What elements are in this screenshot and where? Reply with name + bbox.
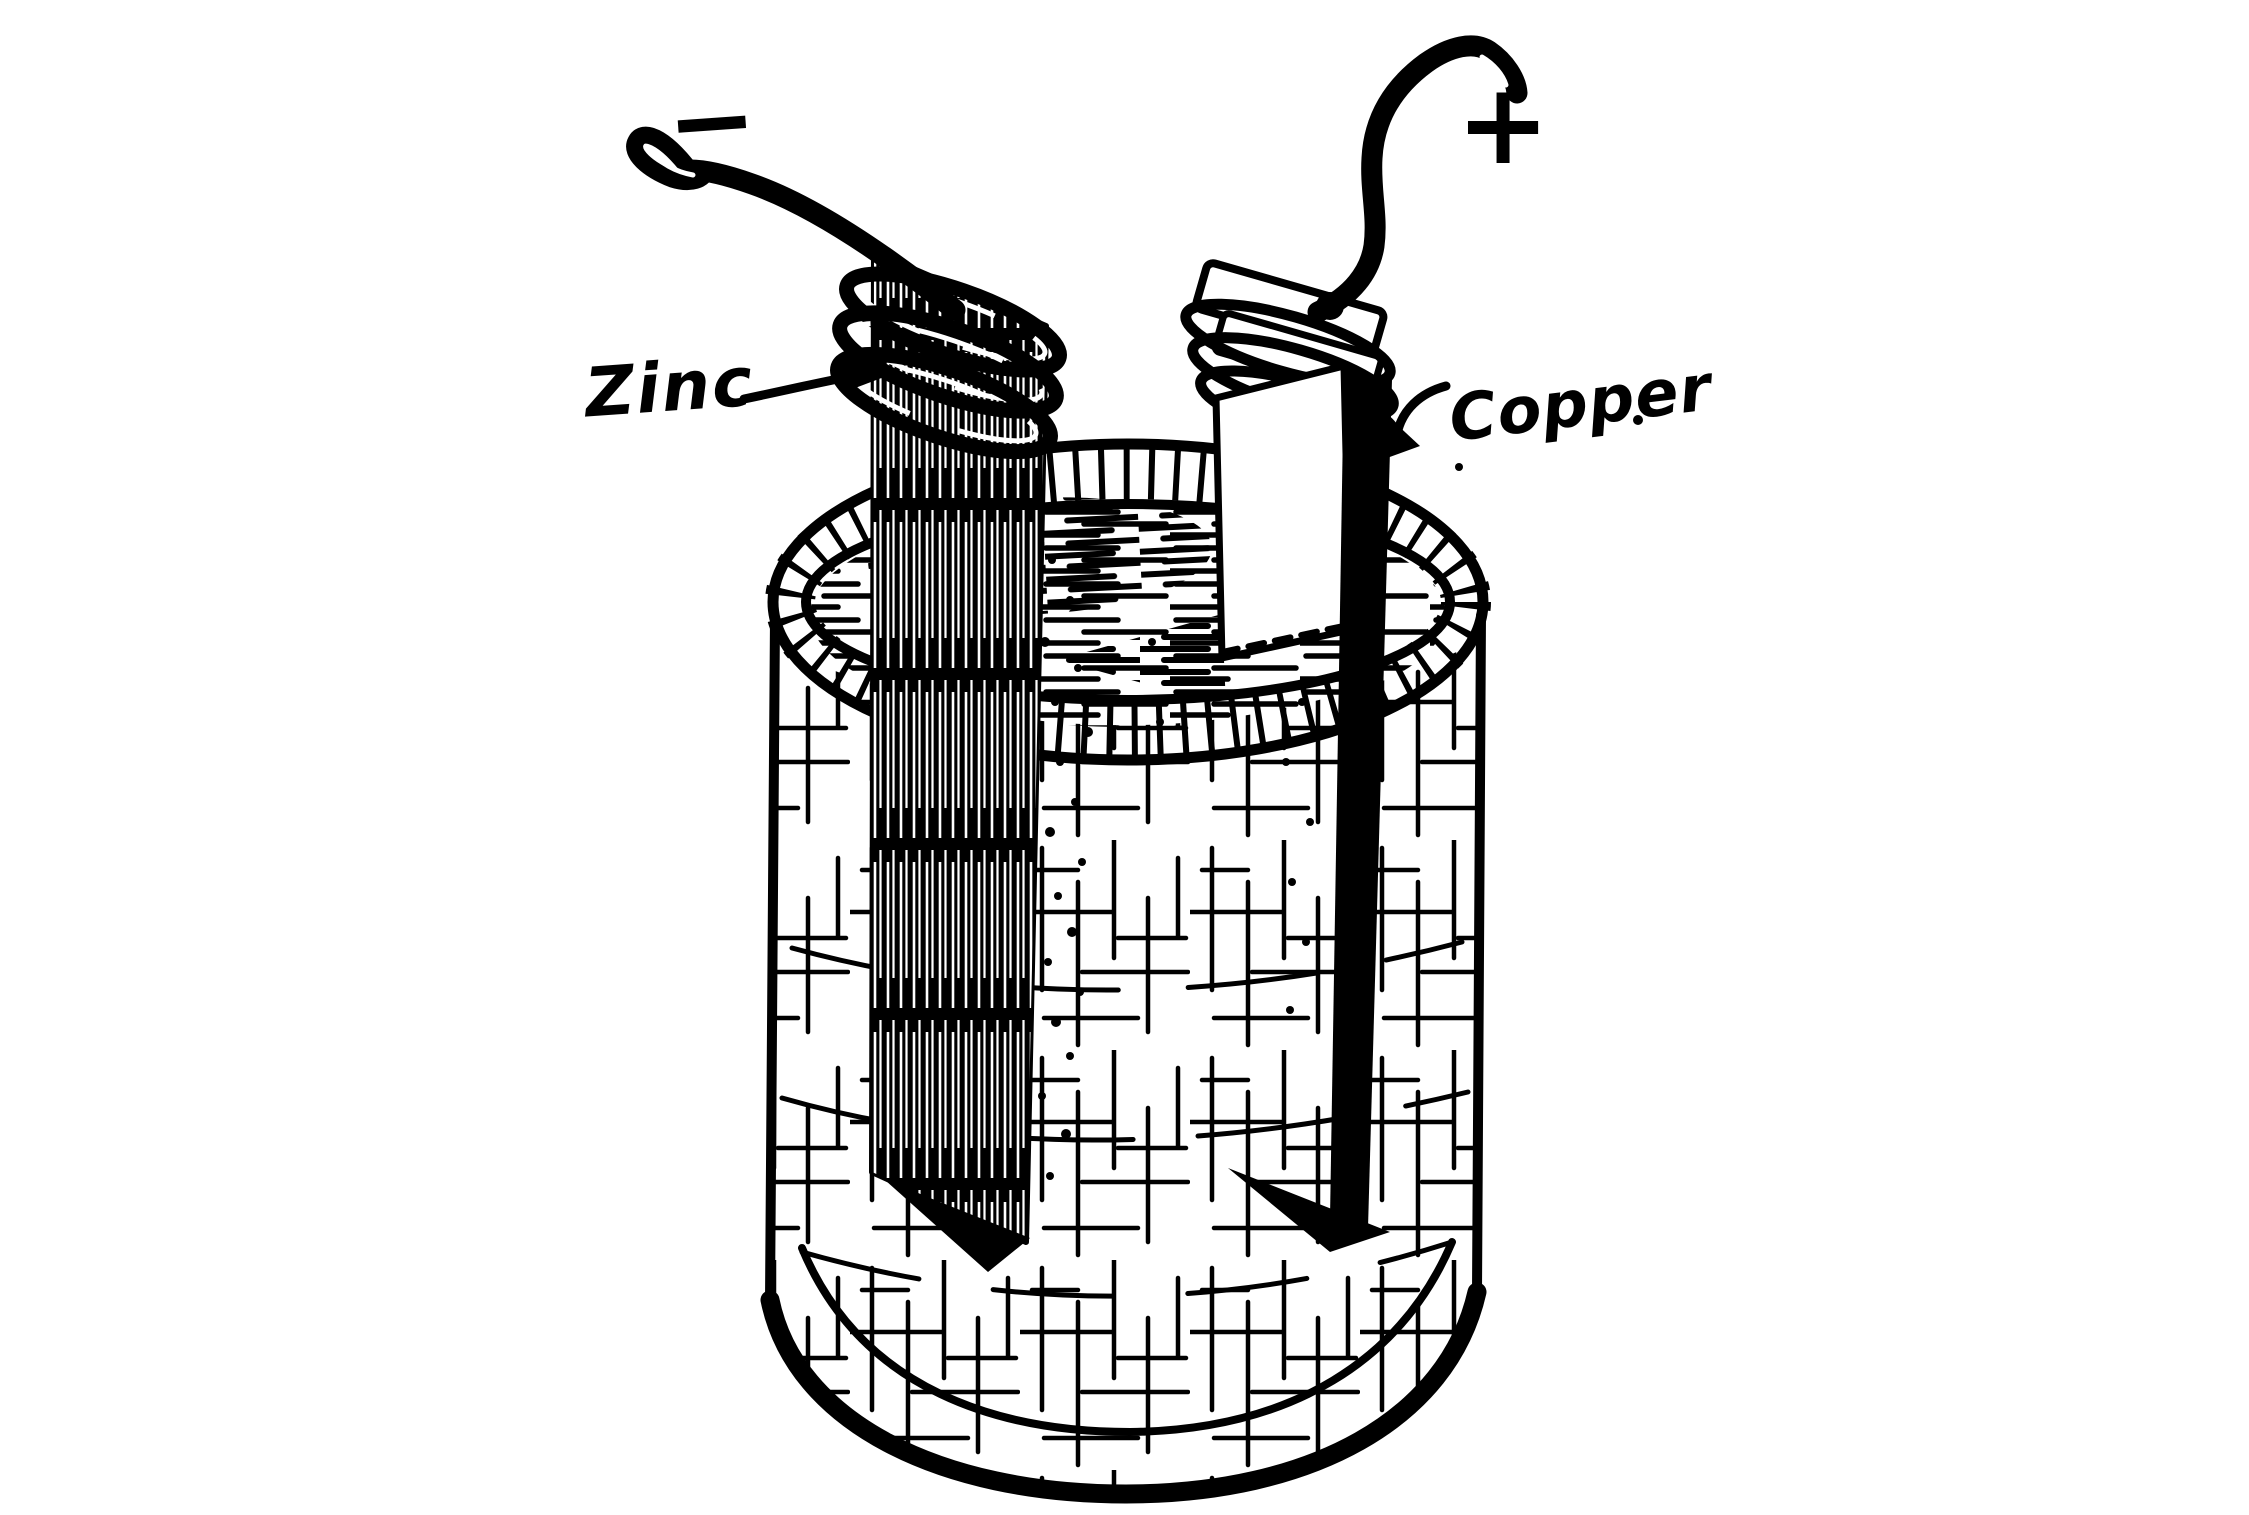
zinc-coil-2-highlight	[851, 321, 1045, 403]
negative-sign: −	[662, 56, 761, 187]
zinc-coil-1	[839, 266, 1067, 378]
zinc-arrow-shaft	[739, 372, 853, 404]
copper-label: Copper	[1445, 351, 1718, 457]
negative-wire-highlight	[647, 147, 696, 178]
jar-bottom-edge	[760, 1282, 1487, 1504]
copper-electrode	[1180, 259, 1401, 1252]
copper-bottom-shadow	[1228, 1168, 1390, 1252]
rim-outer-edge	[767, 438, 1489, 766]
zinc-bottom-shadow	[885, 1180, 1030, 1272]
zinc-label: Zinc	[580, 343, 756, 434]
rim-tick-band	[765, 449, 1491, 755]
copper-waterline-dashes	[1219, 622, 1351, 655]
negative-wire: −	[626, 56, 966, 321]
positive-wire-lead	[1307, 35, 1528, 323]
copper-plate-edge	[1330, 366, 1392, 1228]
zinc-arrowhead-icon	[840, 356, 900, 393]
copper-arrow-shaft	[1392, 381, 1451, 439]
zinc-coil-3	[830, 346, 1058, 460]
positive-wire-highlight	[1479, 54, 1509, 88]
copper-plate-face	[1212, 362, 1354, 662]
glass-sketch-curve-3	[799, 1239, 1455, 1299]
jar-right-wall	[1472, 610, 1486, 1297]
zinc-coil-2	[832, 305, 1064, 419]
positive-wire: +	[1307, 35, 1550, 323]
zinc-electrode	[830, 249, 1067, 1272]
gas-bubbles	[1038, 556, 1314, 1180]
copper-coil-1	[1180, 298, 1396, 390]
jar-left-wall	[765, 613, 780, 1305]
positive-sign: +	[1456, 60, 1550, 190]
copper-arrowhead-icon	[1376, 420, 1420, 462]
annotations: Zinc Copper	[580, 343, 1718, 471]
negative-wire-hook	[626, 126, 716, 191]
ink-speck-2	[1455, 463, 1463, 471]
ink-speck-1	[1633, 415, 1643, 425]
negative-wire-lead	[679, 159, 966, 321]
jar-inner-floor-line	[798, 1238, 1456, 1436]
zinc-plate-hatch-highlights	[872, 252, 1046, 1242]
